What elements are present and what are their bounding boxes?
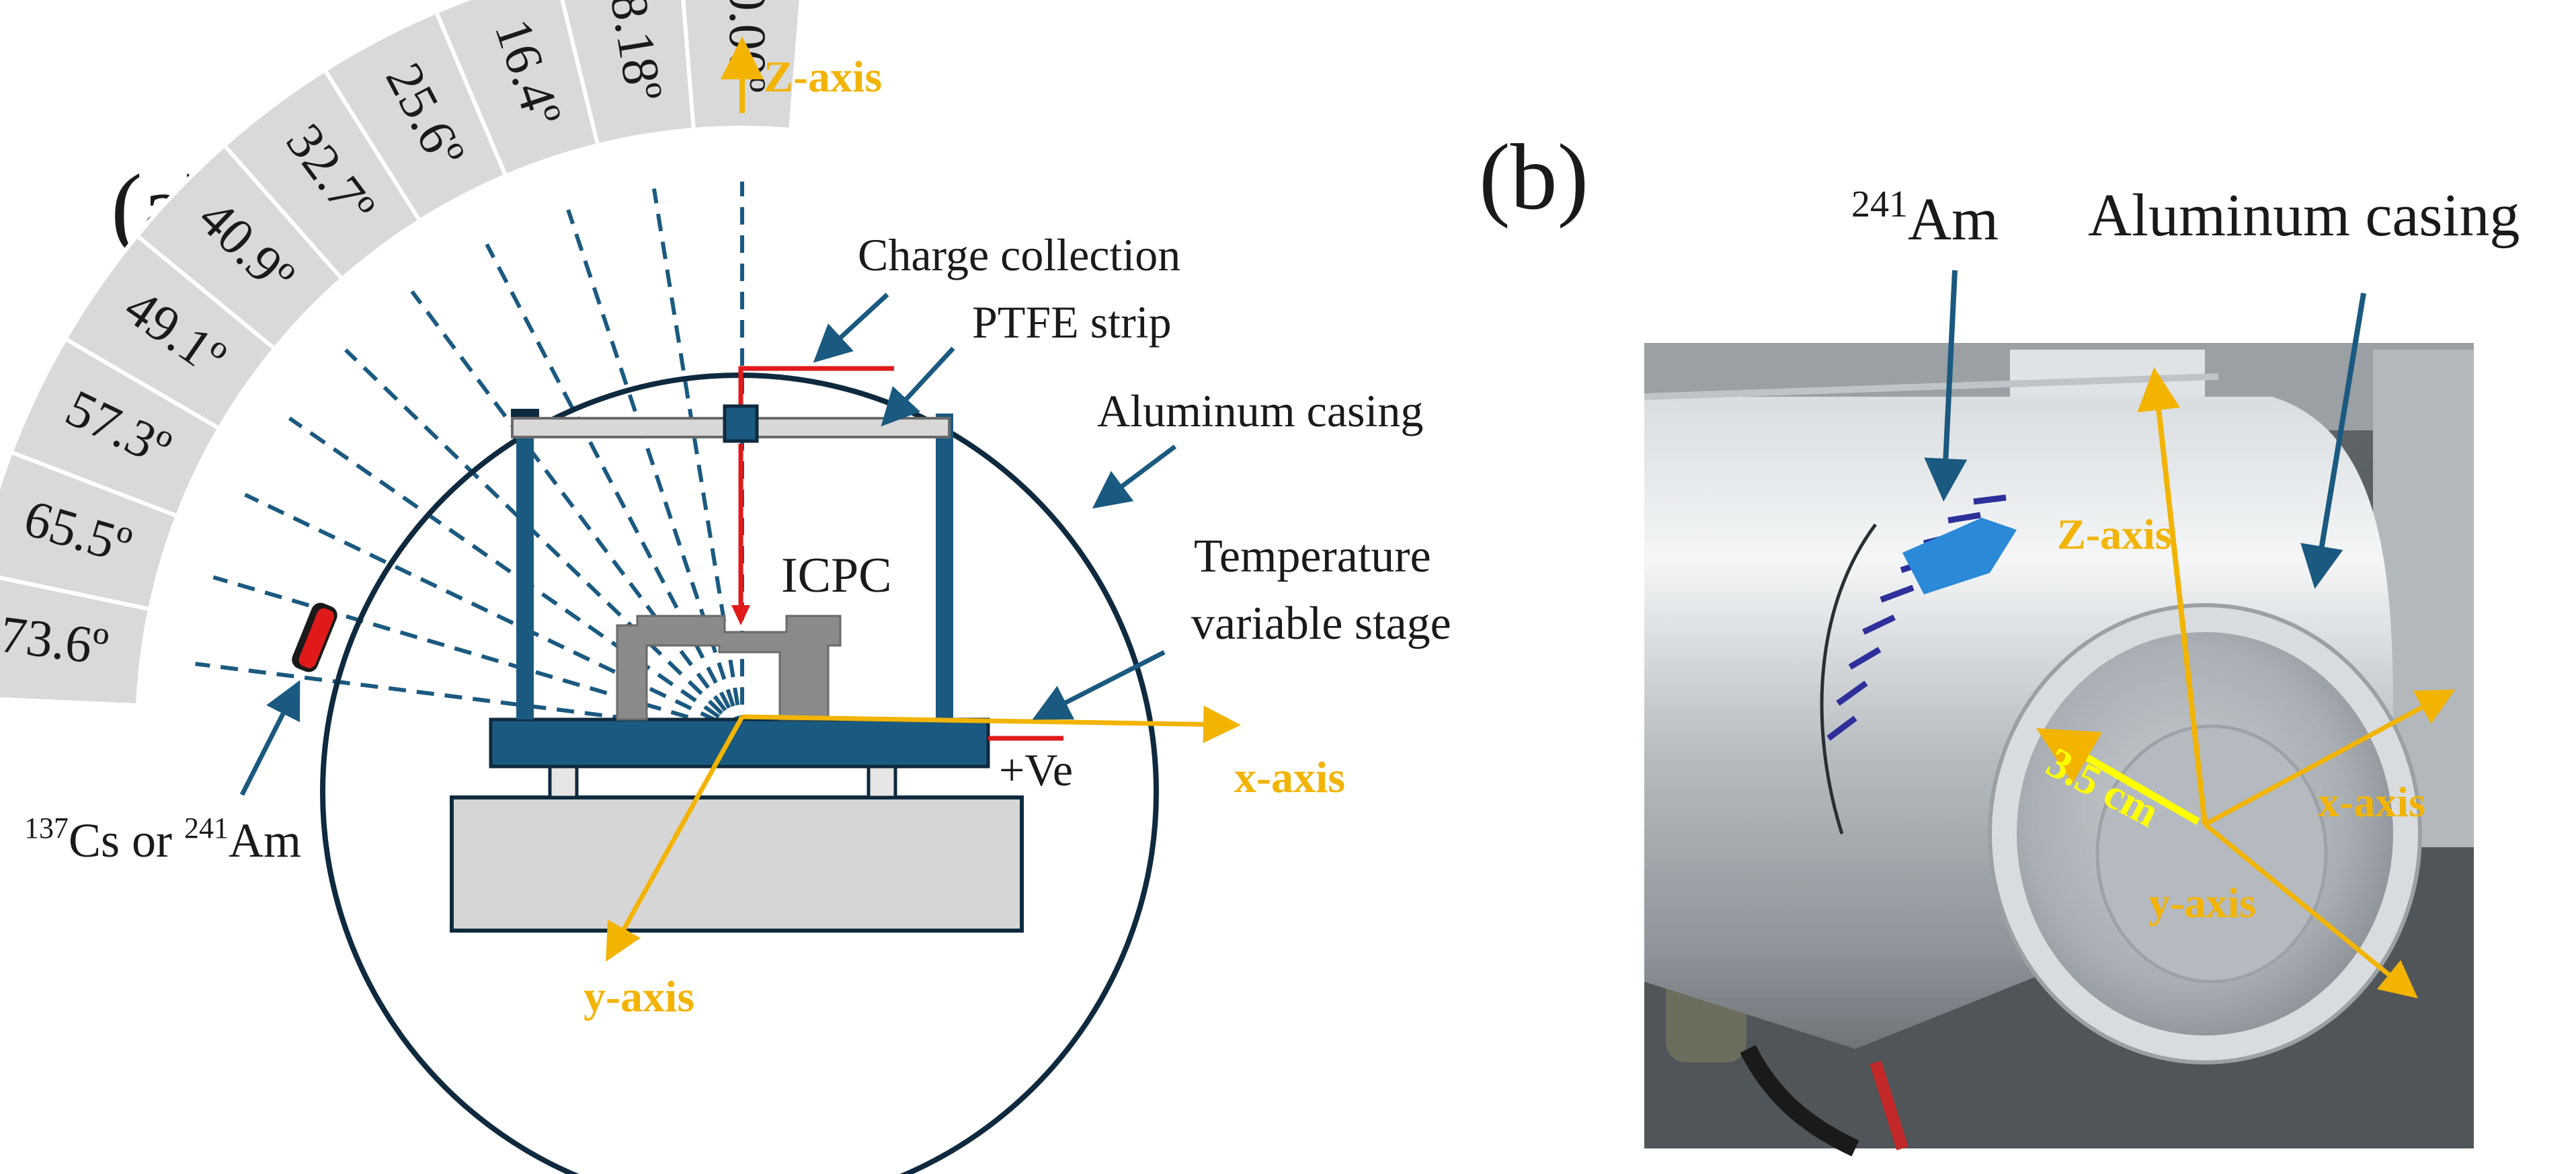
photo-z-axis [2137,367,2208,825]
angle-dash-line [212,575,743,735]
aluminum-casing-b-label: Aluminum casing [2088,182,2520,249]
temperature-stage-plate [489,717,990,769]
source-tape [1902,518,2017,594]
aluminum-casing-callout [1092,444,1177,509]
angle-dash-line [344,348,744,735]
panel-a: (a) 0.00º8.18º16.4º25.6º32.7º40.9º49.1º5… [0,0,1451,1174]
charge-contact-square [723,404,759,443]
charge-collection-wire [738,366,894,412]
source-label-sup1: 137 [24,812,69,845]
y-axis-arrow [606,715,745,962]
angle-dash-line [244,492,743,735]
stage-foot-right [867,765,897,799]
angle-tile [0,576,153,708]
temperature-label-line2: variable stage [1191,598,1451,650]
am-callout [1924,270,1968,502]
x-axis-arrow [741,705,1241,744]
source-callout [239,680,300,796]
panel-b: (b) 241Am Aluminum casing [1479,125,2520,1157]
z-axis-label: Z-axis [764,52,882,102]
ptfe-strip-callout [881,346,955,427]
y-axis-label: y-axis [583,972,694,1021]
photo-y-axis [2203,822,2418,999]
stage-callout [1032,650,1166,720]
x-axis-label: x-axis [1234,753,1345,802]
stage-foot-left [548,765,579,799]
aluminum-casing-label: Aluminum casing [1097,385,1423,436]
photo-y-axis-label: y-axis [2148,879,2256,927]
angle-fan: 0.00º8.18º16.4º25.6º32.7º40.9º49.1º57.3º… [0,0,803,708]
photo-x-axis [2204,689,2456,827]
temperature-label-line1: Temperature [1194,531,1431,582]
cylinder-top-edge [1644,373,2219,400]
angle-label: 73.6º [0,604,112,676]
angle-dash-line [288,416,743,735]
source-label-sup2: 241 [184,812,229,845]
source-label-mid: Cs or [69,814,184,867]
angle-dash-line [485,243,744,734]
photo-x-axis-label: x-axis [2318,778,2425,826]
base-block [450,795,1024,933]
icpc-label: ICPC [781,548,892,603]
charge-collection-callout [813,292,889,363]
source-label: 137Cs or 241Am [24,812,301,867]
photo-cable-red [1869,1060,1908,1150]
photo [1644,343,2474,1157]
angle-tile [560,0,696,148]
photo-cables [1740,1045,1859,1157]
pillar-right [936,414,953,719]
signal-wire-arrowhead [731,605,750,625]
ptfe-strip-label: PTFE strip [972,297,1172,348]
icpc-detector [616,615,842,721]
pillar-left [516,414,534,719]
panel-b-label: (b) [1479,125,1588,229]
plus-ve-label: +Ve [999,744,1073,795]
charge-collection-label: Charge collection [858,229,1180,280]
am-label-sup: 241 [1851,184,1908,225]
source-label-end: Am [229,814,301,867]
angle-dash-line [410,290,744,734]
am-label-text: Am [1908,186,1999,253]
radioactive-source [292,602,337,672]
casing-b-callout [2300,292,2366,589]
radius-arrow [2036,728,2200,825]
am-label: 241Am [1851,184,1999,253]
angle-dash-line [566,208,744,734]
end-face-inner [2095,724,2328,984]
photo-z-axis-label: Z-axis [2057,510,2172,558]
angle-tile [0,449,180,612]
cylinder-seam [1820,523,1878,834]
